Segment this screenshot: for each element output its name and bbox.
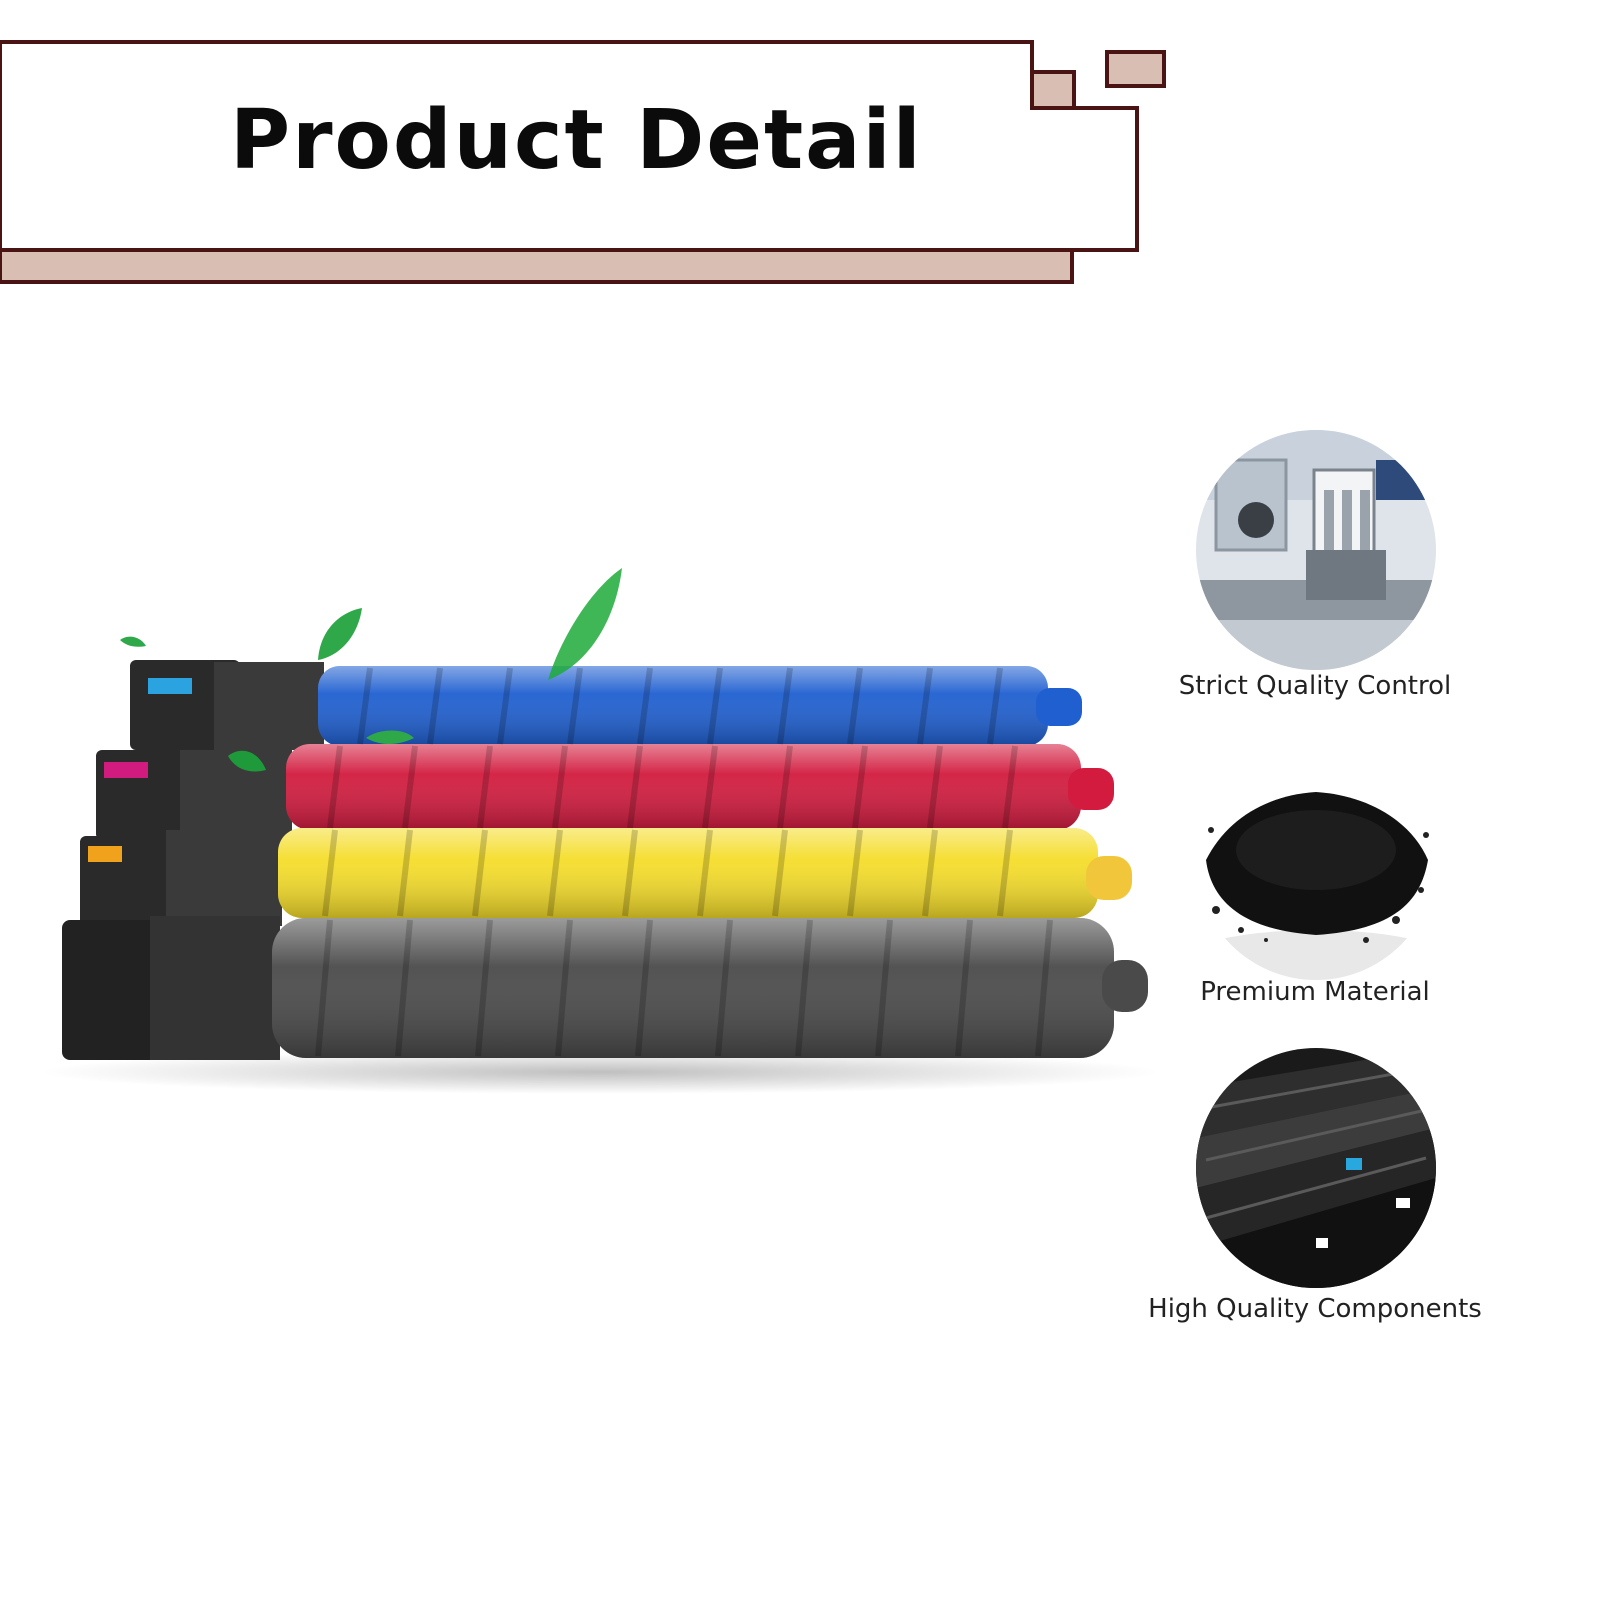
toner-cartridge-set [0, 560, 1200, 1160]
toner-shadow [40, 1050, 1160, 1094]
leaf-icon [120, 636, 146, 647]
toner-black [62, 916, 1148, 1060]
leaf-decorations [120, 568, 622, 772]
toner-yellow-collar [166, 830, 282, 926]
leaf-icon [366, 730, 414, 744]
toner-yellow-nozzle [1086, 856, 1132, 900]
toner-cyan-label [148, 678, 192, 694]
toner-black-cap [62, 920, 172, 1060]
leaf-icon [318, 608, 362, 660]
feature-caption: High Quality Components [1148, 1294, 1482, 1324]
banner-back-strip [0, 246, 1074, 284]
leaf-icon [228, 750, 266, 772]
toner-black-collar [150, 916, 280, 1060]
toner-yellow-label [88, 846, 122, 862]
banner-main-panel [0, 40, 1139, 252]
toner-magenta-label [104, 762, 148, 778]
toner-cyan [130, 660, 1082, 750]
toner-powder-icon [1196, 740, 1436, 980]
factory-machine-icon [1196, 430, 1436, 670]
header-banner: Product Detail [0, 0, 1601, 320]
toner-magenta-nozzle [1068, 768, 1114, 810]
toner-illustration [40, 568, 1160, 1094]
feature-caption: Strict Quality Control [1178, 671, 1452, 701]
feature-image-components [1196, 1048, 1436, 1288]
leaf-icon [548, 568, 622, 680]
toner-ridges [315, 667, 1053, 1057]
cartridge-components-icon [1196, 1048, 1436, 1288]
toner-magenta [96, 744, 1114, 840]
banner-frame [0, 40, 1166, 284]
page-title: Product Detail [230, 93, 923, 188]
feature-image-quality-control [1196, 430, 1436, 670]
feature-image-premium-material [1196, 740, 1436, 980]
feature-caption: Premium Material [1200, 977, 1430, 1007]
toner-black-nozzle [1102, 960, 1148, 1012]
toner-cyan-collar [214, 662, 324, 750]
banner-accent-tab [1030, 70, 1076, 110]
banner-accent-square [1105, 50, 1166, 88]
toner-cyan-nozzle [1036, 688, 1082, 726]
toner-yellow [80, 828, 1132, 928]
